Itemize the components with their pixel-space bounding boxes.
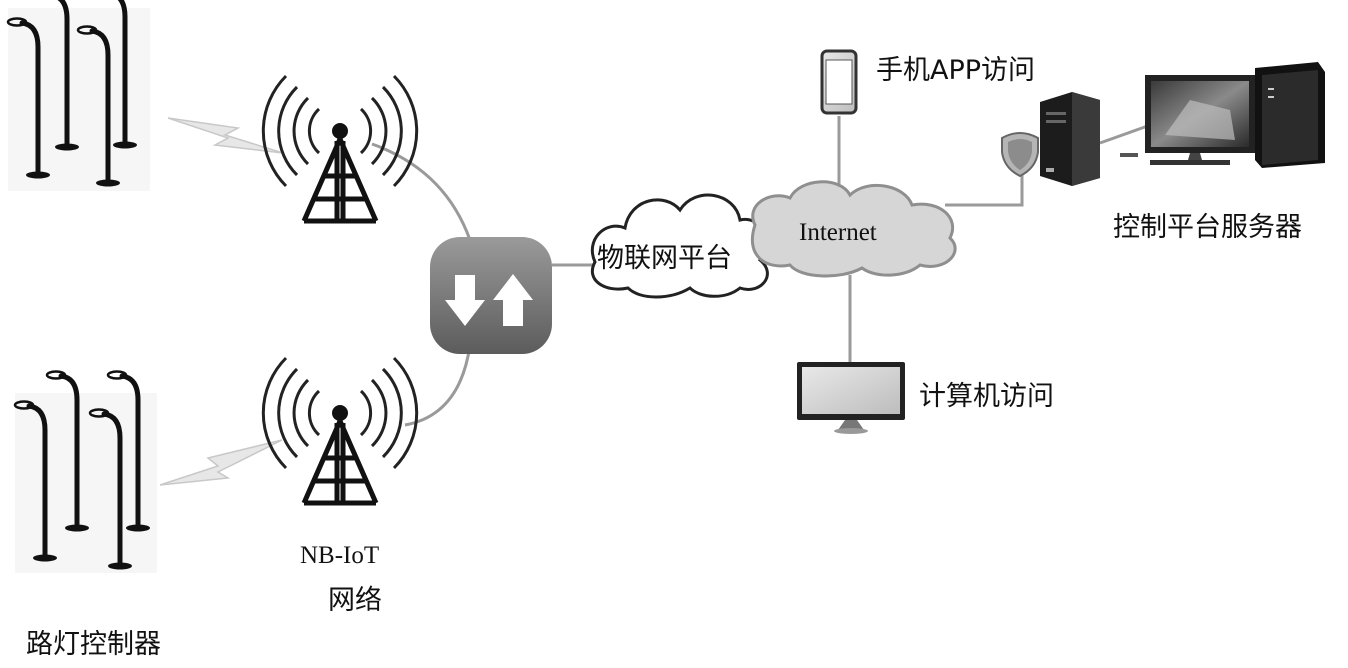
- link-internet-firewall: [945, 170, 1024, 207]
- street-lamp-group-icon: [8, 0, 150, 191]
- monitor-icon: [797, 362, 905, 434]
- internet-label: Internet: [799, 219, 877, 246]
- street-lamp-group-icon: [15, 372, 157, 573]
- control-platform-server-label: 控制平台服务器: [1113, 212, 1302, 243]
- street-lamp-controller-label: 路灯控制器: [26, 629, 161, 660]
- nbiot-network-label-line1: NB-IoT: [300, 542, 380, 569]
- smartphone-icon: [820, 49, 858, 115]
- link-bottom-tower-gateway: [404, 344, 472, 427]
- shield-icon: [1001, 132, 1039, 178]
- cloud-icon: [750, 180, 957, 278]
- signal-tower-icon: [263, 358, 416, 503]
- computer-access-label: 计算机访问: [919, 381, 1054, 412]
- up-down-arrows-icon: [430, 237, 552, 354]
- server-tower-icon: [1040, 92, 1100, 186]
- desktop-computer-icon: [1120, 62, 1325, 168]
- signal-tower-icon: [263, 76, 416, 221]
- nbiot-network-label-line2: 网络: [328, 585, 382, 616]
- mobile-app-access-label: 手机APP访问: [876, 55, 1036, 86]
- wireless-signal-bottom: [159, 439, 283, 486]
- iot-platform-label: 物联网平台: [597, 243, 732, 274]
- link-top-tower-gateway: [371, 142, 472, 241]
